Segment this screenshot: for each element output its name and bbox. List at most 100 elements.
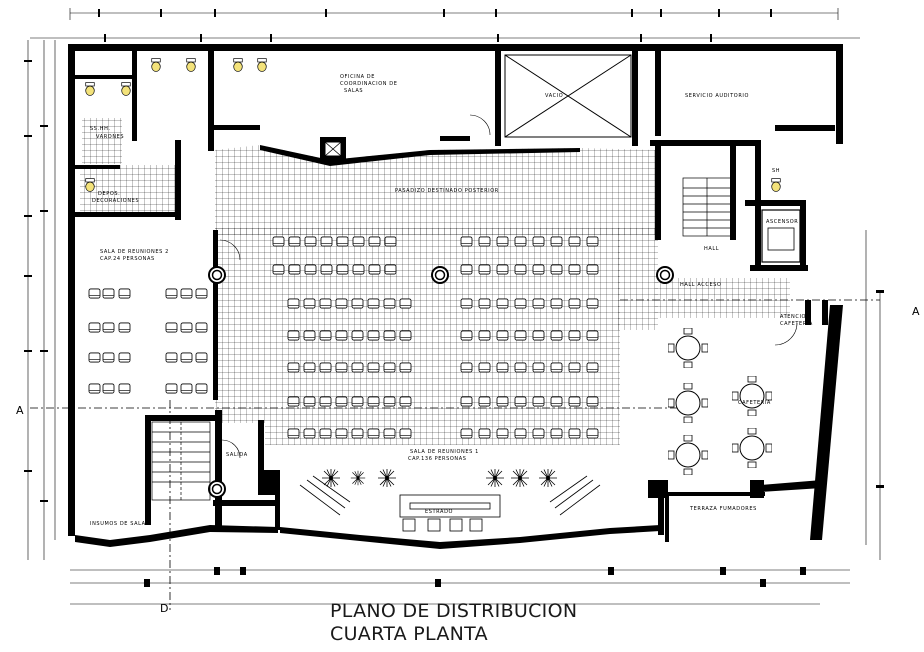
meeting-chair [180, 352, 193, 363]
label-hall-acceso: HALL ACCESO [680, 282, 722, 288]
auditorium-chair [586, 298, 599, 309]
auditorium-chair [532, 298, 545, 309]
label-insumos: INSUMOS DE SALAS [90, 521, 149, 527]
auditorium-chair [550, 362, 563, 373]
void-cross [504, 54, 632, 138]
axis-label-left: A [16, 404, 24, 417]
auditorium-chair [532, 428, 545, 439]
meeting-chair [102, 352, 115, 363]
meeting-chair [118, 383, 131, 394]
auditorium-chair [367, 396, 380, 407]
auditorium-chair [568, 362, 581, 373]
auditorium-chair [514, 236, 527, 247]
stage-steps [299, 475, 601, 516]
auditorium-chair [399, 396, 412, 407]
auditorium-chair [399, 428, 412, 439]
meeting-chair [118, 352, 131, 363]
auditorium-chair [478, 264, 491, 275]
label-deposito-2: DECORACIONES [92, 198, 139, 204]
auditorium-chair [532, 330, 545, 341]
meeting-chair [88, 383, 101, 394]
auditorium-chair [478, 428, 491, 439]
auditorium-chair [287, 396, 300, 407]
auditorium-chair [383, 396, 396, 407]
auditorium-chair [320, 264, 333, 275]
auditorium-chair [319, 396, 332, 407]
label-sala1-2: CAP.136 PERSONAS [408, 456, 467, 462]
auditorium-chair [460, 362, 473, 373]
meeting-chair [195, 352, 208, 363]
auditorium-chair [586, 264, 599, 275]
auditorium-chair [384, 236, 397, 247]
auditorium-chair [399, 362, 412, 373]
auditorium-chair [514, 330, 527, 341]
auditorium-chair [367, 330, 380, 341]
axis-label-bottom: D [160, 602, 168, 615]
auditorium-chair [367, 362, 380, 373]
auditorium-chair [568, 330, 581, 341]
meeting-chair [180, 288, 193, 299]
auditorium-chair [367, 428, 380, 439]
walls [68, 44, 843, 549]
label-sh: SH [772, 168, 780, 174]
stage-plants [321, 468, 558, 488]
meeting-chair [195, 322, 208, 333]
label-hall: HALL [704, 246, 719, 252]
label-vacio: VACIO [545, 93, 563, 99]
label-atencion-2: CAFETERIA [780, 321, 813, 327]
auditorium-chair [568, 396, 581, 407]
label-deposito-1: DEPOS. [98, 191, 120, 197]
axis-markers: A D A [16, 305, 920, 615]
room-labels: OFICINA DE COORDINACION DE SALAS VACIO S… [90, 74, 813, 527]
auditorium-chair [586, 362, 599, 373]
auditorium-chair [335, 396, 348, 407]
meeting-chair [165, 322, 178, 333]
auditorium-chair [351, 298, 364, 309]
label-sala1-1: SALA DE REUNIONES 1 [410, 449, 479, 455]
auditorium-chair [288, 264, 301, 275]
auditorium-chair [368, 264, 381, 275]
meeting-room-2-seating [88, 288, 208, 394]
auditorium-chair [288, 236, 301, 247]
auditorium-chair [384, 264, 397, 275]
auditorium-chair [383, 298, 396, 309]
auditorium-chair [383, 428, 396, 439]
auditorium-chair [383, 362, 396, 373]
label-pasadizo: PASADIZO DESTINADO POSTERIOR [395, 188, 499, 194]
stairs-main [682, 177, 732, 237]
auditorium-chair [550, 330, 563, 341]
meeting-chair [195, 288, 208, 299]
auditorium-chair [496, 264, 509, 275]
label-oficina-2: COORDINACION DE [340, 81, 397, 87]
meeting-chair [180, 383, 193, 394]
auditorium-chair [478, 396, 491, 407]
auditorium-chair [514, 298, 527, 309]
label-sshh: SS.HH. [90, 126, 111, 132]
auditorium-chair [335, 428, 348, 439]
meeting-chair [102, 288, 115, 299]
label-servicio-auditorio: SERVICIO AUDITORIO [685, 93, 749, 99]
auditorium-chair [368, 236, 381, 247]
auditorium-chair [287, 362, 300, 373]
auditorium-chair [514, 264, 527, 275]
auditorium-chair [287, 428, 300, 439]
auditorium-chair [496, 362, 509, 373]
auditorium-chair [568, 298, 581, 309]
auditorium-chair [460, 264, 473, 275]
auditorium-chair [303, 362, 316, 373]
auditorium-chair [568, 428, 581, 439]
auditorium-chair [550, 428, 563, 439]
auditorium-chair [496, 298, 509, 309]
auditorium-chair [478, 236, 491, 247]
meeting-chair [118, 322, 131, 333]
auditorium-chair [496, 330, 509, 341]
auditorium-chair [320, 236, 333, 247]
auditorium-chair [352, 264, 365, 275]
meeting-chair [195, 383, 208, 394]
auditorium-chair [319, 428, 332, 439]
auditorium-chair [287, 330, 300, 341]
auditorium-chair [351, 428, 364, 439]
auditorium-chair [399, 330, 412, 341]
auditorium-chair [496, 428, 509, 439]
